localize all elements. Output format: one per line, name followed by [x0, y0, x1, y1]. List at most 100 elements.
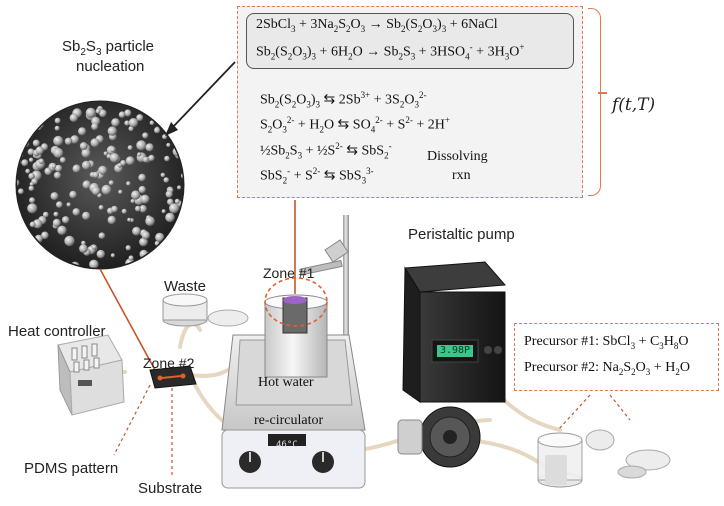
dissolving-equation-3: ½Sb2S3 + ½S2- ⇆ SbS2-: [260, 141, 392, 161]
waste-label: Waste: [164, 278, 206, 295]
particle: [174, 102, 181, 104]
particle: [163, 177, 170, 183]
particle: [128, 255, 134, 261]
particle: [108, 180, 114, 186]
particle: [165, 212, 175, 223]
particle: [95, 108, 101, 114]
particle: [17, 230, 23, 238]
particle: [132, 226, 141, 236]
particle: [98, 109, 107, 118]
particle: [17, 262, 21, 268]
particle: [110, 253, 115, 258]
particle: [26, 124, 35, 132]
particle: [145, 143, 154, 152]
particle: [118, 111, 126, 118]
particle: [139, 237, 148, 247]
particle: [155, 258, 163, 266]
particle: [82, 211, 91, 220]
particle: [29, 197, 36, 204]
peristaltic-pump-device: [397, 261, 507, 468]
particle: [61, 216, 70, 224]
particle: [109, 153, 120, 163]
hot-water-beaker: [264, 277, 328, 378]
particle: [120, 160, 127, 166]
particle: [96, 249, 106, 259]
particle: [161, 209, 166, 214]
particle: [128, 126, 134, 132]
particle: [26, 102, 34, 108]
particle: [17, 225, 21, 233]
particle: [124, 109, 132, 117]
dissolving-label: Dissolving: [427, 149, 488, 164]
recirculator-display: 46°C: [276, 440, 298, 450]
particle: [78, 127, 87, 136]
particle: [39, 102, 50, 106]
particle: [140, 194, 150, 204]
particle: [59, 157, 66, 163]
particle: [167, 198, 174, 206]
particle: [136, 114, 144, 122]
precursor-1-label: Precursor #1: SbCl3 + C3H8O: [524, 334, 689, 351]
particle: [29, 221, 36, 228]
substrate-label: Substrate: [138, 480, 203, 497]
particle: [35, 146, 44, 155]
particle: [66, 202, 71, 207]
particle: [50, 192, 59, 201]
particle: [138, 173, 146, 182]
particle: [107, 215, 117, 225]
nucleation-title-tail: nucleation: [76, 58, 145, 75]
particle: [166, 142, 171, 148]
particle: [147, 266, 153, 268]
precursor-2-label: Precursor #2: Na2S2O3 + H2O: [524, 360, 690, 377]
particle: [175, 230, 183, 241]
particle: [142, 132, 149, 139]
particle: [41, 231, 49, 240]
dissolving-equation-4: SbS2- + S2- ⇆ SbS33-: [260, 166, 374, 186]
dissolving-equation-2: S2O32- + H2O ⇆ SO42- + S2- + 2H+: [260, 115, 450, 135]
particle: [69, 113, 79, 123]
particle: [121, 208, 127, 214]
particle: [111, 118, 120, 127]
particle: [148, 154, 155, 162]
particle: [98, 232, 106, 239]
particle: [17, 128, 23, 135]
particle: [175, 252, 183, 263]
particle: [141, 231, 150, 240]
particle: [138, 185, 146, 194]
recirculator-label: re-circulator: [254, 413, 324, 428]
particle: [137, 152, 142, 157]
label-leaders: [113, 384, 631, 478]
particle: [165, 114, 173, 122]
particle: [134, 264, 138, 268]
particle: [107, 126, 118, 136]
particle: [17, 179, 20, 187]
particle: [54, 117, 61, 124]
particle: [136, 140, 147, 151]
particle: [184, 100, 188, 104]
particle: [32, 248, 41, 257]
heat-controller-label: Heat controller: [8, 323, 106, 340]
particle: [53, 148, 64, 158]
particle: [81, 148, 91, 158]
pump-display: 3.98P: [437, 345, 473, 357]
particle: [82, 180, 91, 189]
particle: [81, 240, 86, 246]
particle: [32, 219, 43, 229]
particle: [72, 164, 81, 173]
particle: [164, 155, 170, 162]
particle: [131, 190, 141, 200]
particle: [160, 172, 166, 178]
precursor-bottles: [537, 429, 671, 488]
particle: [79, 142, 88, 150]
particle: [72, 208, 81, 216]
particle: [42, 211, 49, 218]
particle: [64, 235, 75, 247]
brace: [588, 8, 601, 196]
particle: [53, 135, 64, 146]
zone2-label: Zone #2: [143, 355, 195, 371]
particle: [17, 130, 21, 139]
particle: [110, 147, 116, 153]
particle: [177, 185, 182, 190]
nucleation-title: Sb2S3 particle: [62, 38, 155, 58]
particle: [118, 189, 123, 195]
